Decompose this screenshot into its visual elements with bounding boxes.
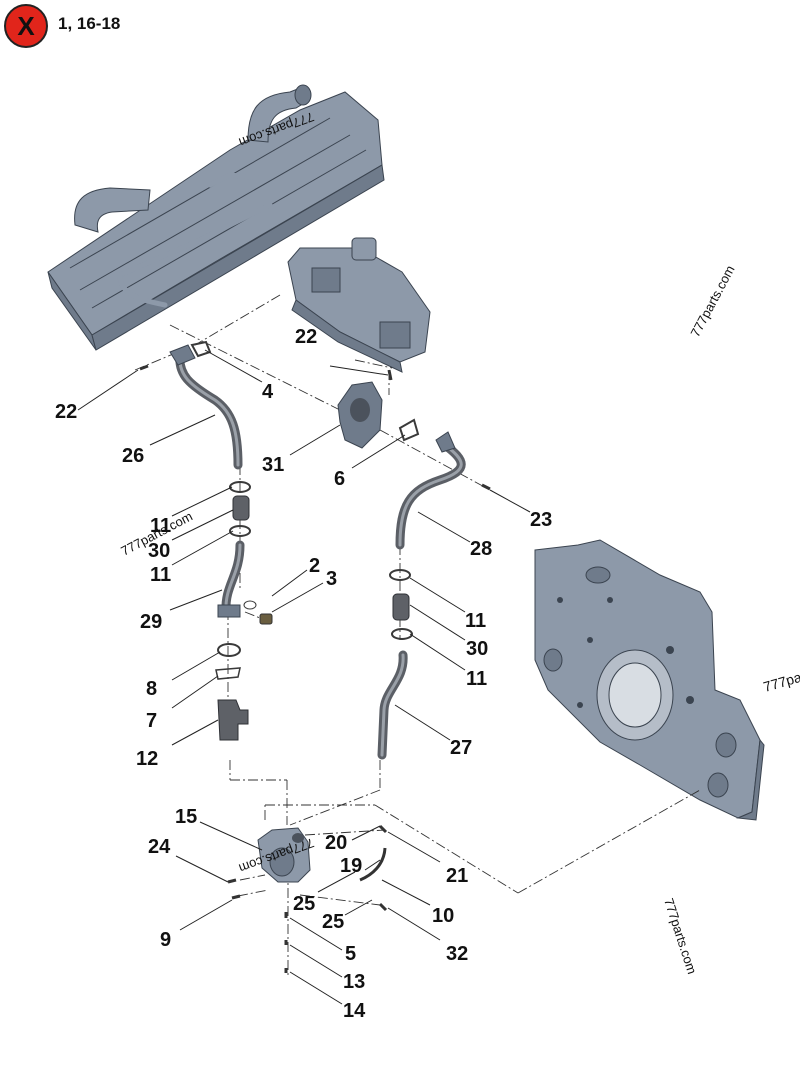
- callout-3: 3: [326, 568, 337, 590]
- pipe-26-illustration: [169, 344, 243, 470]
- gasket-4-illustration: [190, 340, 212, 358]
- thermostat-housing-illustration: [287, 237, 431, 373]
- callout-22: 22: [295, 326, 317, 348]
- callout-19: 19: [340, 855, 362, 877]
- watermark-text: 777parts.com: [661, 896, 700, 976]
- close-glyph: X: [17, 11, 35, 41]
- callout-30: 30: [148, 540, 170, 562]
- watermark-text: 777parts.com: [687, 263, 737, 340]
- assembly-centerlines: [134, 294, 701, 975]
- water-pump-15-illustration: [257, 827, 311, 883]
- figure-reference-label: 1, 16-18: [58, 14, 121, 33]
- callout-6: 6: [334, 468, 345, 490]
- small-hardware-illustration: [227, 824, 388, 973]
- callout-4: 4: [262, 381, 274, 403]
- callout-32: 32: [446, 943, 468, 965]
- callout-25: 25: [293, 893, 315, 915]
- watermark-partial-text: 777pa: [761, 669, 800, 695]
- callout-11: 11: [466, 668, 487, 690]
- callout-11: 11: [465, 610, 486, 632]
- housing-31-illustration: [337, 381, 383, 449]
- callout-14: 14: [343, 1000, 366, 1022]
- callout-10: 10: [432, 905, 454, 927]
- left-hose-stack-illustration: [215, 481, 273, 741]
- callout-11: 11: [150, 515, 171, 537]
- close-icon[interactable]: X: [4, 4, 48, 48]
- bolt-23-illustration: [481, 483, 491, 491]
- callout-31: 31: [262, 454, 284, 476]
- callout-26: 26: [122, 445, 144, 467]
- callout-27: 27: [450, 737, 472, 759]
- callout-2: 2: [309, 555, 320, 577]
- callout-7: 7: [146, 710, 157, 732]
- bolt-22-illustration: [139, 364, 393, 381]
- callout-11: 11: [150, 564, 171, 586]
- callout-20: 20: [325, 832, 347, 854]
- callout-22: 22: [55, 401, 77, 423]
- callout-9: 9: [160, 929, 171, 951]
- gear-housing-cover-illustration: [534, 539, 765, 821]
- callout-13: 13: [343, 971, 365, 993]
- exhaust-manifold-illustration: [47, 84, 385, 351]
- callout-25: 25: [322, 911, 344, 933]
- callout-12: 12: [136, 748, 158, 770]
- callout-28: 28: [470, 538, 492, 560]
- callout-15: 15: [175, 806, 197, 828]
- pipe-28-illustration: [395, 431, 466, 550]
- callout-29: 29: [140, 611, 162, 633]
- leader-lines: [77, 349, 531, 1005]
- right-hose-stack-illustration: [377, 569, 413, 760]
- callout-30: 30: [466, 638, 488, 660]
- callout-21: 21: [446, 865, 468, 887]
- callout-numbers: 22 4 26 22 31 6 23 11 30 11 28 2 3 29 11…: [55, 326, 552, 1022]
- callout-8: 8: [146, 678, 157, 700]
- callout-5: 5: [345, 943, 356, 965]
- callout-23: 23: [530, 509, 552, 531]
- callout-24: 24: [148, 836, 171, 858]
